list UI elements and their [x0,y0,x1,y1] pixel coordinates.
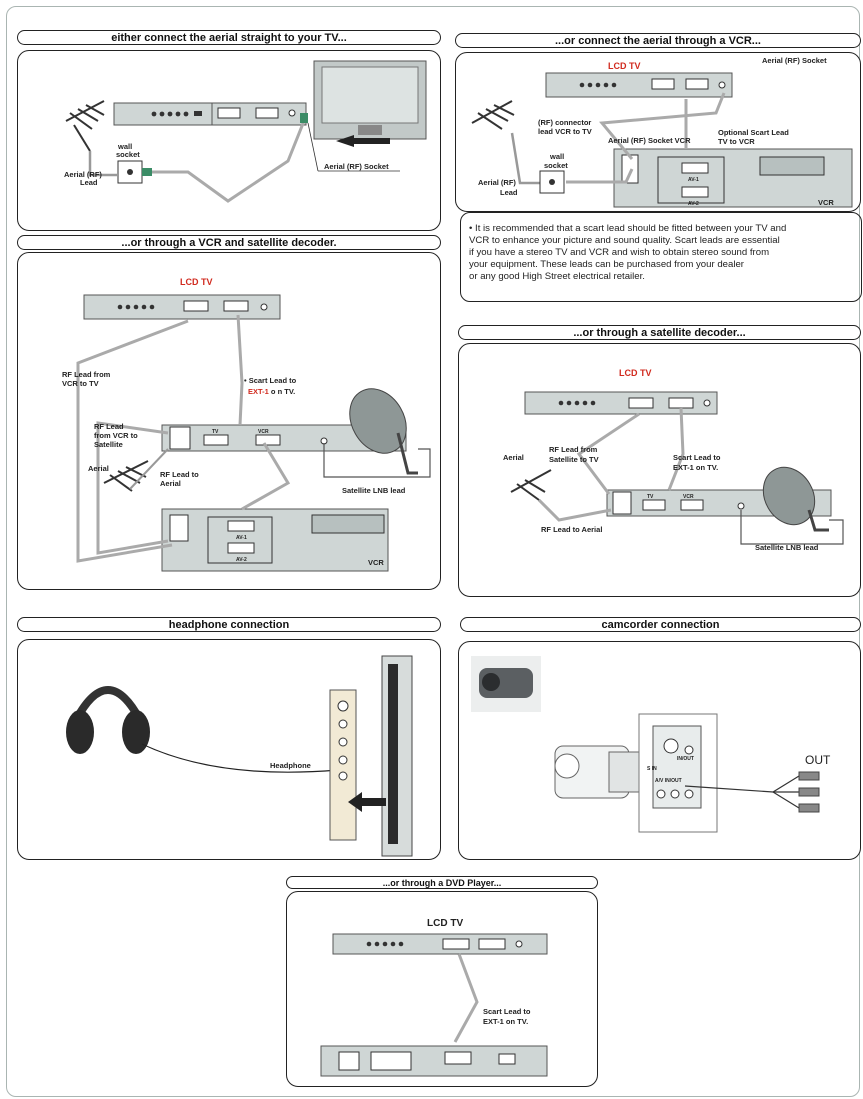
panel-aerial-direct: wall socket Aerial (RF) Lead Aerial (RF)… [17,50,441,231]
lcd-tv-label: LCD TV [619,368,652,378]
camcorder-photo-icon [471,656,541,712]
title-aerial-direct: either connect the aerial straight to yo… [17,30,441,45]
svg-text:Optional Scart Lead: Optional Scart Lead [718,128,789,137]
aerial-icon [472,101,514,129]
svg-text:TV: TV [212,429,219,435]
note-line-3: if you have a stereo TV and VCR and wish… [469,247,855,259]
svg-text:EXT-1 o n TV.: EXT-1 o n TV. [248,387,295,396]
svg-text:IN/OUT: IN/OUT [677,756,694,762]
diagram-satellite: LCD TV TV VCR Aerial RF Lead from Satell… [459,344,861,597]
headphones-icon [66,690,150,754]
svg-text:(RF) connector: (RF) connector [538,118,591,127]
aerial-lead-label-2: Lead [80,178,98,187]
svg-text:RF Lead: RF Lead [94,422,124,431]
diagram-camcorder: IN/OUT S IN A/V IN/OUT OUT [459,642,861,860]
title-vcr-satellite: ...or through a VCR and satellite decode… [17,235,441,250]
svg-text:AV-1: AV-1 [236,535,247,541]
title-camcorder: camcorder connection [460,617,861,632]
vcr-label: VCR [368,558,384,567]
camcorder-icon [555,746,639,798]
aerial-cable [144,121,304,201]
svg-text:AV-2: AV-2 [688,201,699,207]
panel-dvd: LCD TV Scart Lead to EXT-1 on TV. [286,891,598,1087]
out-label: OUT [805,753,831,767]
title-dvd: ...or through a DVD Player... [286,876,598,889]
svg-text:Aerial: Aerial [88,464,109,473]
svg-text:TV to VCR: TV to VCR [718,137,755,146]
svg-text:EXT-1 on TV.: EXT-1 on TV. [483,1017,528,1026]
aerial-icon [511,470,551,500]
svg-text:Aerial: Aerial [503,453,524,462]
diagram-aerial-direct: wall socket Aerial (RF) Lead Aerial (RF)… [18,51,441,231]
wall-socket-label-2: socket [116,150,140,159]
title-satellite: ...or through a satellite decoder... [458,325,861,340]
diagram-dvd: LCD TV Scart Lead to EXT-1 on TV. [287,892,598,1087]
scart-cable [455,954,477,1042]
lcd-tv-label: LCD TV [180,277,213,287]
aerial-socket-label: Aerial (RF) Socket [762,56,827,65]
diagram-aerial-vcr: LCD TV Aerial (RF) Socket AV-1 AV-2 VCR … [456,53,861,212]
svg-text:AV-1: AV-1 [688,177,699,183]
aerial-socket-label: Aerial (RF) Socket [324,162,389,171]
tv-back-panel [333,934,547,954]
tv-back-panel [84,295,280,319]
panel-camcorder: IN/OUT S IN A/V IN/OUT OUT [458,641,861,860]
note-line-4: your equipment. These leads can be purch… [469,259,855,271]
svg-text:Satellite LNB lead: Satellite LNB lead [755,543,819,552]
tv-side-panel [330,690,356,840]
svg-text:Satellite LNB lead: Satellite LNB lead [342,486,406,495]
svg-text:VCR: VCR [258,429,269,435]
svg-text:from VCR to: from VCR to [94,431,138,440]
svg-text:A/V IN/OUT: A/V IN/OUT [655,778,682,784]
svg-text:VCR: VCR [683,494,694,500]
svg-text:VCR to TV: VCR to TV [62,379,99,388]
scart-recommendation-note: • It is recommended that a scart lead sh… [460,212,862,302]
lcd-tv-label: LCD TV [608,61,641,71]
rca-plugs-icon [799,772,819,812]
svg-text:S IN: S IN [647,766,657,772]
title-headphone: headphone connection [17,617,441,632]
svg-text:Aerial (RF): Aerial (RF) [478,178,516,187]
note-line-1: • It is recommended that a scart lead sh… [469,223,855,235]
aerial-icon [66,101,104,151]
svg-text:wall: wall [549,152,564,161]
lcd-tv-label: LCD TV [427,918,463,929]
panel-aerial-vcr: LCD TV Aerial (RF) Socket AV-1 AV-2 VCR … [455,52,861,212]
svg-text:Scart Lead to: Scart Lead to [483,1007,531,1016]
headphone-label: Headphone [270,761,311,770]
svg-text:AV-2: AV-2 [236,557,247,563]
note-line-5: or any good High Street electrical retai… [469,271,855,283]
diagram-vcr-satellite: LCD TV TV VCR AV-1 AV-2 VCR [18,253,441,590]
panel-satellite: LCD TV TV VCR Aerial RF Lead from Satell… [458,343,861,597]
svg-text:TV: TV [647,494,654,500]
svg-text:RF Lead from: RF Lead from [62,370,111,379]
svg-text:Satellite to TV: Satellite to TV [549,455,599,464]
svg-text:lead VCR to TV: lead VCR to TV [538,127,592,136]
panel-vcr-satellite: LCD TV TV VCR AV-1 AV-2 VCR [17,252,441,590]
svg-text:• Scart Lead to: • Scart Lead to [244,376,297,385]
note-line-2: VCR to enhance your picture and sound qu… [469,235,855,247]
svg-text:Lead: Lead [500,188,518,197]
diagram-headphone: Headphone [18,640,441,860]
svg-text:RF Lead to Aerial: RF Lead to Aerial [541,525,602,534]
title-aerial-vcr: ...or connect the aerial through a VCR..… [455,33,861,48]
svg-text:RF Lead from: RF Lead from [549,445,598,454]
svg-text:Aerial (RF) Socket VCR: Aerial (RF) Socket VCR [608,136,691,145]
svg-text:Aerial: Aerial [160,479,181,488]
svg-text:EXT-1 on TV.: EXT-1 on TV. [673,463,718,472]
svg-text:socket: socket [544,161,568,170]
vcr-label: VCR [818,198,834,207]
panel-headphone: Headphone [17,639,441,860]
svg-text:Satellite: Satellite [94,440,123,449]
svg-text:Scart Lead to: Scart Lead to [673,453,721,462]
svg-text:RF Lead to: RF Lead to [160,470,199,479]
